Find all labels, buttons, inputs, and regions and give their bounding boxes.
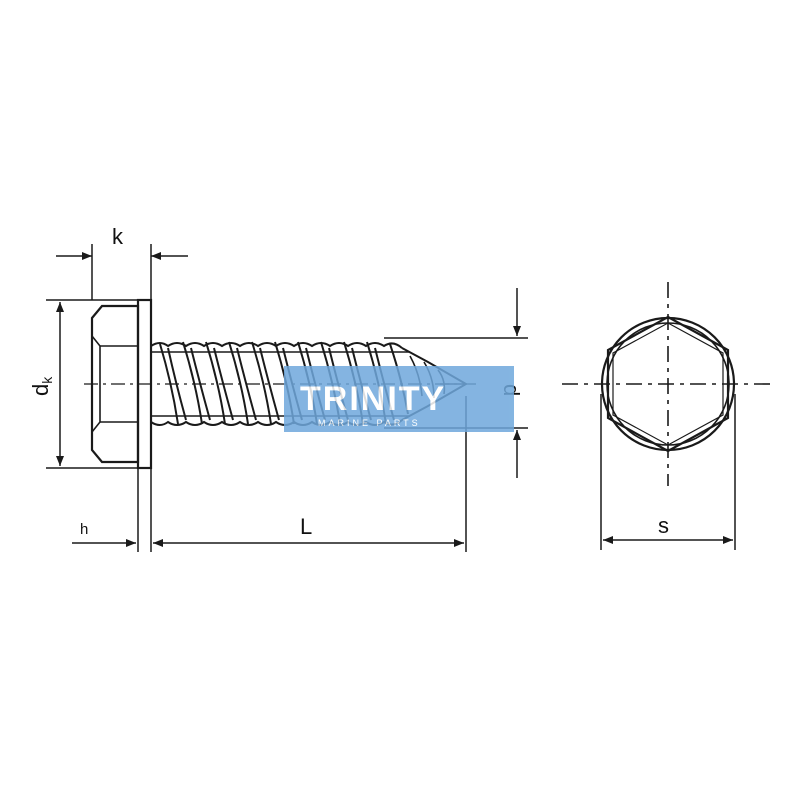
label-s: s [658, 513, 669, 538]
end-view-centre-lines [562, 282, 776, 486]
label-dk: dk [28, 376, 55, 396]
label-h: h [80, 521, 88, 538]
dimension-k [56, 244, 188, 300]
dimension-s [600, 394, 736, 550]
label-k: k [112, 224, 124, 249]
label-L: L [300, 514, 312, 539]
watermark: TRINITY MARINE PARTS [284, 366, 514, 432]
dimension-dk [46, 299, 138, 469]
watermark-tagline: MARINE PARTS [318, 418, 421, 428]
dimension-h-L [72, 396, 467, 552]
watermark-brand: TRINITY [300, 380, 446, 418]
